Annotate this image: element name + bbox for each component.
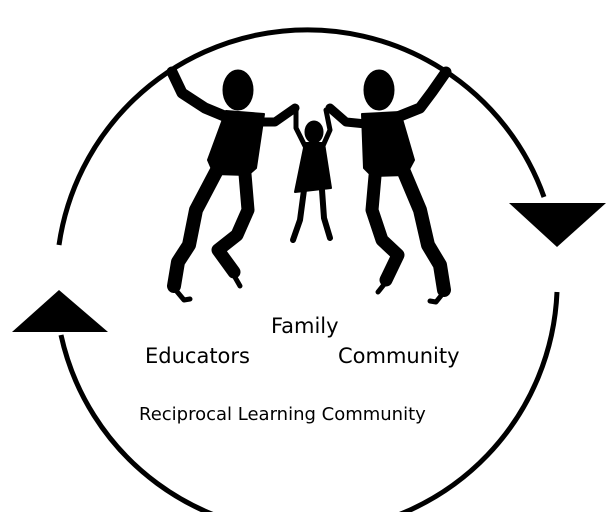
diagram-title: Reciprocal Learning Community xyxy=(139,404,426,425)
educators-label: Educators xyxy=(145,344,250,368)
community-label: Community xyxy=(338,344,460,368)
arrow-down-icon xyxy=(509,203,606,247)
cycle-arc-top xyxy=(56,27,547,246)
right-adult-figure xyxy=(325,66,452,305)
cycle-arc-bottom xyxy=(58,291,560,512)
child-figure xyxy=(290,105,333,243)
arrow-up-icon xyxy=(12,290,108,332)
left-adult-figure xyxy=(166,66,300,303)
family-silhouette-icon xyxy=(166,66,452,305)
family-label: Family xyxy=(271,314,339,338)
